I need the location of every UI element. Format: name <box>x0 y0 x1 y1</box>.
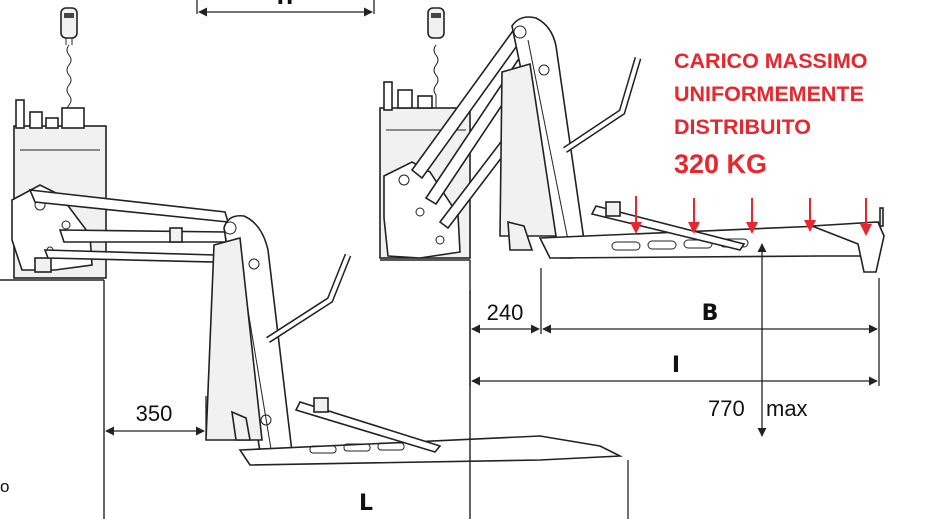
dim-770-suffix: max <box>766 396 808 421</box>
dim-240-label: 240 <box>487 300 524 325</box>
dimension-770: 770 max <box>708 243 808 437</box>
dimension-i: I <box>471 353 878 386</box>
load-arrow <box>630 196 642 234</box>
load-arrow <box>860 198 872 236</box>
dim-770-label: 770 <box>708 396 745 421</box>
dim-350-label: 350 <box>136 401 173 426</box>
dim-l-label: L <box>359 491 373 516</box>
edge-letter: o <box>0 477 9 496</box>
dimension-240-b: 240 B <box>469 268 880 386</box>
load-note-line3: DISTRIBUITO <box>674 115 811 139</box>
load-arrow <box>688 198 700 234</box>
lift-raised <box>379 7 885 519</box>
top-dimension-h: H <box>196 0 375 17</box>
remote-pendant-right <box>427 7 445 110</box>
platform-holes-lower <box>309 442 405 454</box>
dimension-l: L <box>359 460 629 519</box>
lift-lowered <box>0 7 624 519</box>
load-note-line1: CARICO MASSIMO <box>674 49 868 73</box>
remote-pendant-left <box>60 7 78 130</box>
load-arrow <box>804 198 816 232</box>
load-note: CARICO MASSIMO UNIFORMEMENTE DISTRIBUITO… <box>674 49 868 179</box>
load-arrow <box>746 198 758 234</box>
load-note-value: 320 KG <box>674 149 767 179</box>
load-arrows <box>630 196 872 236</box>
load-note-line2: UNIFORMEMENTE <box>674 82 864 106</box>
dim-h-label: H <box>277 0 294 9</box>
dim-i-label: I <box>672 353 680 378</box>
dimension-350: 350 <box>105 396 207 436</box>
dim-b-label: B <box>702 301 719 326</box>
